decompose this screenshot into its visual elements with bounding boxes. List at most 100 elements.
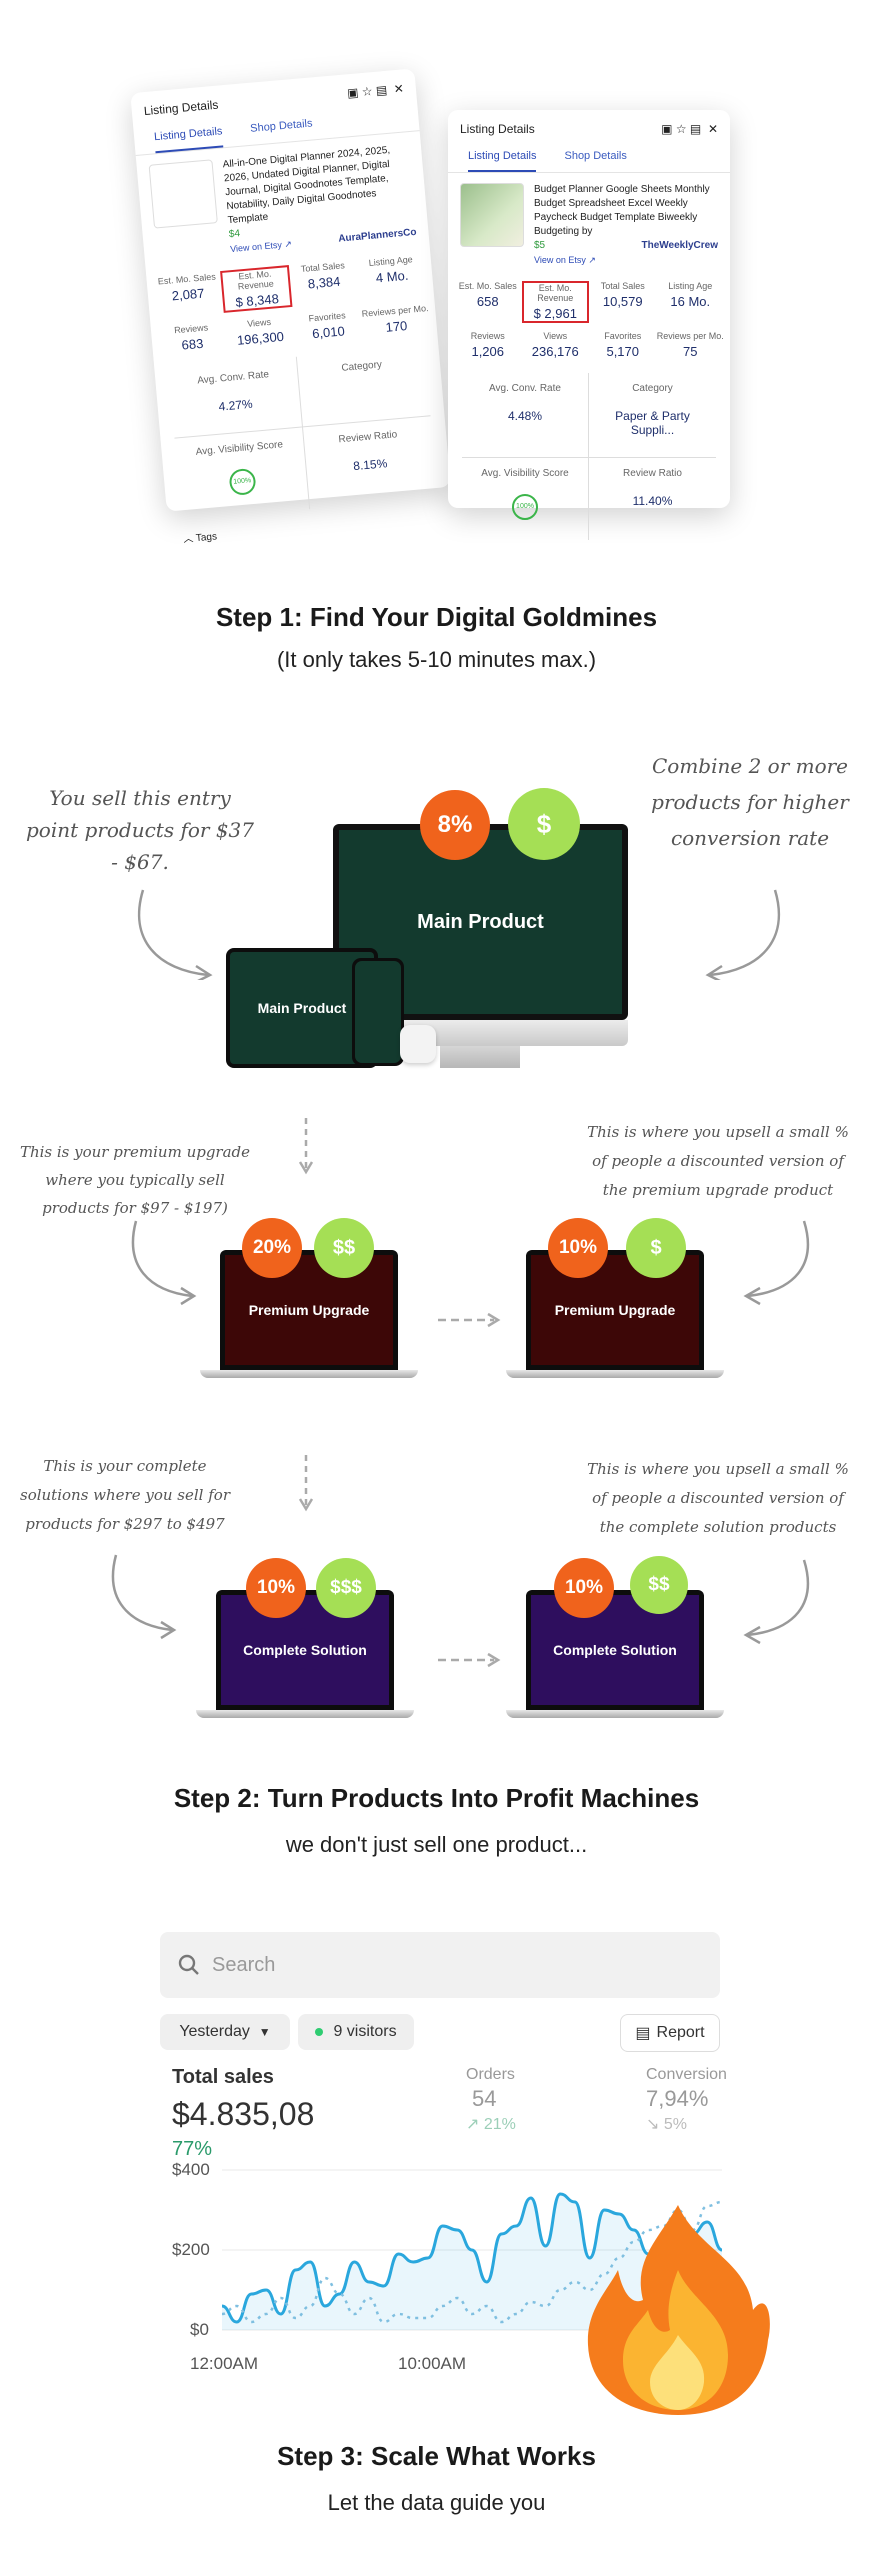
arrow-left-curve	[137, 889, 213, 980]
card-title: Listing Details	[460, 122, 535, 136]
tab-shop-details[interactable]: Shop Details	[249, 117, 313, 135]
main-price-bubble: $	[508, 788, 580, 860]
complete-left-pct-bubble: 10%	[246, 1558, 306, 1618]
step2-subtitle: we don't just sell one product...	[285, 1832, 588, 1857]
etsy-link[interactable]: View on Etsy ↗	[534, 255, 596, 265]
dashed-right-arrow	[438, 1652, 501, 1668]
premium-left-price-bubble: $$	[314, 1218, 374, 1278]
arrow-left-curve	[111, 1554, 177, 1640]
card-title: Listing Details	[143, 97, 219, 119]
laptop-screen-label: Premium Upgrade	[225, 1255, 393, 1365]
tab-listing-details[interactable]: Listing Details	[152, 117, 224, 154]
conversion-value: 7,94%	[646, 2086, 709, 2111]
arrow-right-curve	[705, 889, 781, 980]
tab-listing-details[interactable]: Listing Details	[468, 142, 537, 172]
close-icon[interactable]: ✕	[707, 122, 718, 136]
pin-icon[interactable]: ▣	[346, 85, 360, 101]
live-dot-icon	[315, 2028, 324, 2036]
report-button[interactable]: ▤ Report	[620, 2014, 720, 2052]
complete-left-price-bubble: $$$	[316, 1558, 376, 1618]
dashed-right-arrow	[438, 1312, 501, 1328]
step1-subtitle: (It only takes 5-10 minutes max.)	[276, 647, 597, 672]
x-tick-label: 12:00AM	[190, 2354, 259, 2373]
tablet-screen-label: Main Product	[230, 952, 374, 1064]
visitors-badge: 9 visitors	[298, 2014, 414, 2050]
y-tick-label: $400	[172, 2160, 210, 2179]
conversion-label: Conversion	[646, 2066, 727, 2083]
search-icon	[178, 1954, 199, 1975]
period-dropdown[interactable]: Yesterday ▼	[160, 2014, 290, 2050]
y-tick-label: $0	[190, 2320, 209, 2339]
chevron-down-icon: ▼	[258, 2025, 271, 2039]
laptop-premium-left: Premium Upgrade	[220, 1250, 398, 1370]
note-entry-product: You sell this entry point products for $…	[26, 786, 254, 874]
complete-right-price-bubble: $$	[630, 1556, 688, 1614]
close-icon[interactable]: ✕	[393, 81, 405, 97]
premium-left-pct-bubble: 20%	[242, 1218, 302, 1278]
main-pct-bubble: 8%	[420, 790, 490, 860]
step3-subtitle: Let the data guide you	[327, 2490, 546, 2515]
note-premium-upsell: This is where you upsell a small % of pe…	[587, 1123, 849, 1199]
earbuds-case	[400, 1025, 436, 1063]
step2-title: Step 2: Turn Products Into Profit Machin…	[173, 1783, 700, 1813]
series-line-dotted	[222, 2200, 722, 2324]
note-complete-upsell: This is where you upsell a small % of pe…	[587, 1460, 849, 1536]
conversion-change: ↘ 5%	[646, 2116, 687, 2133]
visibility-badge: 100%	[512, 494, 538, 520]
total-sales-label: Total sales	[172, 2066, 274, 2088]
complete-right-pct-bubble: 10%	[554, 1558, 614, 1618]
visibility-badge: 100%	[228, 467, 257, 497]
revenue-highlight: Est. Mo. Revenue$ 8,348	[220, 265, 292, 313]
orders-label: Orders	[466, 2066, 515, 2083]
premium-right-price-bubble: $	[626, 1218, 686, 1278]
star-icon[interactable]: ☆	[361, 84, 374, 100]
fire-icon	[587, 2205, 770, 2415]
arrow-left-curve	[131, 1220, 197, 1306]
phone-device	[352, 958, 404, 1066]
pin-icon[interactable]: ▣	[661, 122, 673, 136]
total-sales-value: $4.835,08	[172, 2096, 315, 2132]
arrow-up-right-icon: ↗	[466, 2116, 480, 2133]
export-icon[interactable]: ▤	[689, 122, 702, 136]
chevron-up-icon: ︿	[182, 533, 194, 546]
step1-title: Step 1: Find Your Digital Goldmines	[215, 602, 658, 632]
arrow-down-right-icon: ↘	[646, 2116, 660, 2133]
laptop-base	[196, 1710, 414, 1718]
period-label: Yesterday	[179, 2023, 250, 2040]
note-premium-upgrade: This is your premium upgrade where you t…	[19, 1143, 251, 1217]
laptop-base	[506, 1370, 724, 1378]
search-input[interactable]: Search	[160, 1932, 720, 1998]
listing-card-front: Listing Details ▣ ☆ ▤ ✕ Listing Details …	[448, 110, 730, 540]
laptop-complete-right: Complete Solution	[526, 1590, 704, 1710]
arrow-right-curve	[743, 1559, 810, 1645]
star-icon[interactable]: ☆	[675, 122, 687, 136]
orders-value: 54	[472, 2086, 497, 2111]
series-line-solid	[222, 2192, 722, 2324]
arrow-right-curve	[743, 1220, 810, 1306]
listing-card-back: Listing Details ▣ ☆ ▤ ✕ Listing Details …	[130, 68, 451, 545]
card-actions: ▣ ☆ ▤ ✕	[347, 81, 405, 100]
revenue-highlight: Est. Mo. Revenue$ 2,961	[521, 281, 589, 323]
total-sales-change: 77%	[172, 2138, 213, 2160]
tab-shop-details[interactable]: Shop Details	[564, 150, 627, 162]
note-complete-solution: This is your complete solutions where yo…	[20, 1457, 230, 1533]
report-icon: ▤	[635, 2025, 651, 2042]
report-label: Report	[656, 2024, 705, 2041]
product-thumbnail	[460, 183, 524, 247]
product-title: Budget Planner Google Sheets Monthly Bud…	[534, 184, 710, 237]
laptop-base	[506, 1710, 724, 1718]
product-price: $5	[534, 240, 546, 251]
orders-change: ↗ 21%	[466, 2116, 516, 2133]
laptop-base	[200, 1370, 418, 1378]
export-icon[interactable]: ▤	[375, 82, 388, 98]
search-placeholder: Search	[212, 1953, 276, 1976]
shop-name[interactable]: TheWeeklyCrew	[641, 240, 718, 251]
step3-title: Step 3: Scale What Works	[277, 2441, 596, 2471]
dashed-down-arrow	[298, 1455, 314, 1512]
series-area-fill	[222, 2194, 722, 2330]
laptop-screen-label: Complete Solution	[531, 1595, 699, 1705]
y-tick-label: $200	[172, 2240, 210, 2259]
sales-line-chart	[222, 2169, 722, 2331]
dashed-down-arrow	[298, 1118, 314, 1175]
